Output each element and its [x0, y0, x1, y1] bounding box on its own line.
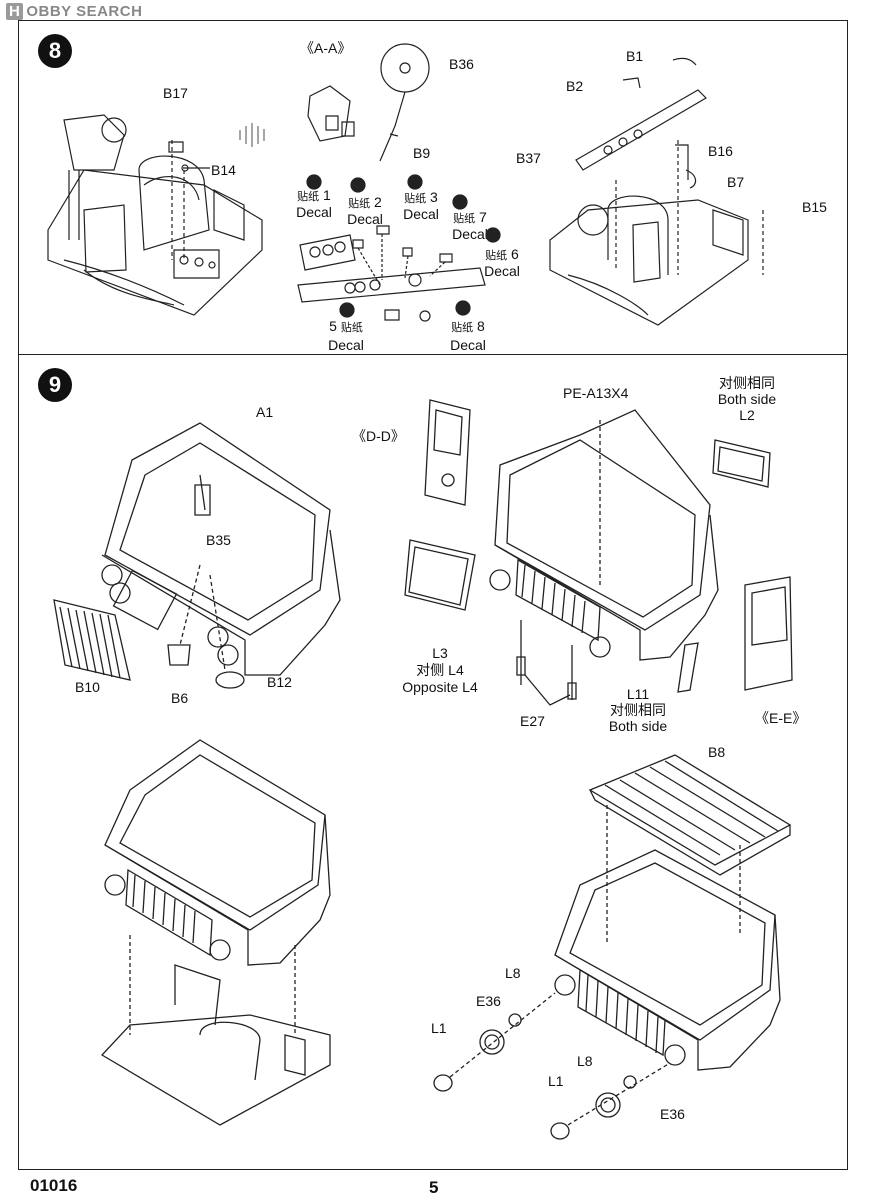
label-dd-view: 《D-D》: [352, 428, 405, 444]
label-b2: B2: [566, 78, 584, 94]
decal-8-cn: 贴纸: [451, 322, 474, 334]
decal-1-num: 1: [323, 187, 331, 203]
page-frame: [18, 20, 848, 1170]
decal-7-label: 贴纸 7 Decal: [441, 210, 499, 242]
label-l1-a: L1: [431, 1020, 447, 1036]
label-b7: B7: [727, 174, 745, 190]
label-b10: B10: [75, 679, 100, 695]
decal-5-en: Decal: [328, 337, 364, 353]
footer-kit-code: 01016: [30, 1176, 78, 1195]
label-b35: B35: [206, 532, 231, 548]
label-b37: B37: [516, 150, 541, 166]
label-l3: L3: [432, 645, 448, 661]
decal-7-en: Decal: [452, 226, 488, 242]
decal-3-en: Decal: [403, 206, 439, 222]
label-a1: A1: [256, 404, 274, 420]
decal-7-cn: 贴纸: [453, 213, 476, 225]
label-l8-b: L8: [577, 1053, 593, 1069]
pedal-and-steering-illustration: [300, 56, 430, 166]
decal-5-cn: 贴纸: [340, 322, 363, 334]
label-l8-a: L8: [505, 965, 521, 981]
decal-1-cn: 贴纸: [297, 191, 320, 203]
decal-7-num: 7: [479, 209, 487, 225]
decal-2-num: 2: [374, 194, 382, 210]
label-b8: B8: [708, 744, 726, 760]
label-e36-a: E36: [476, 993, 501, 1009]
label-b9: B9: [413, 145, 431, 161]
label-b36: B36: [449, 56, 474, 72]
decal-6-en: Decal: [484, 263, 520, 279]
step-divider: [18, 354, 848, 355]
label-l3-group: L3 对侧 L4 Opposite L4: [390, 645, 490, 696]
decal-5-label: 5 贴纸 Decal: [318, 318, 374, 354]
label-b14: B14: [211, 162, 236, 178]
decal-1-label: 贴纸 1 Decal: [289, 188, 339, 220]
decal-5-num: 5: [329, 318, 337, 334]
decal-8-num: 8: [477, 318, 485, 334]
b17-b14-parts: [165, 138, 215, 178]
decal-2-cn: 贴纸: [348, 198, 371, 210]
decal-3-cn: 贴纸: [404, 193, 427, 205]
label-pe-a13x4: PE-A13X4: [563, 385, 629, 401]
label-e36-b: E36: [660, 1106, 685, 1122]
label-l3-en: Opposite L4: [402, 679, 478, 695]
decal-2-en: Decal: [347, 211, 383, 227]
decal-2-label: 贴纸 2 Decal: [340, 195, 390, 227]
decal-3-num: 3: [430, 189, 438, 205]
label-l11: L11: [626, 686, 650, 702]
motion-lines-icon: [236, 118, 268, 152]
label-b12: B12: [267, 674, 292, 690]
step-8-badge: 8: [38, 34, 72, 68]
decal-6-num: 6: [511, 246, 519, 262]
label-aa-view: 《A-A》: [300, 40, 352, 56]
decal-6-label: 贴纸 6 Decal: [476, 247, 528, 279]
label-b6: B6: [171, 690, 189, 706]
watermark-text: OBBY SEARCH: [26, 3, 143, 20]
cab-doors-windows-illustration: [400, 395, 800, 725]
label-l2: L2: [739, 407, 755, 423]
dashboard-decal-illustration: [290, 170, 500, 330]
label-b15: B15: [802, 199, 827, 215]
label-b17: B17: [163, 85, 188, 101]
label-l2-en: Both side: [717, 391, 777, 407]
decal-3-label: 贴纸 3 Decal: [396, 190, 446, 222]
step8-right-chassis-illustration: [548, 60, 778, 330]
label-b1: B1: [626, 48, 644, 64]
label-l2-group: 对侧相同 Both side L2: [705, 375, 789, 423]
decal-1-en: Decal: [296, 204, 332, 220]
label-l1-b: L1: [548, 1073, 564, 1089]
label-ee-view: 《E-E》: [755, 710, 807, 726]
decal-6-cn: 贴纸: [485, 250, 508, 262]
cab-over-chassis-illustration: [100, 735, 340, 1135]
footer-page-number: 5: [429, 1178, 439, 1197]
label-l2-cn: 对侧相同: [719, 375, 775, 391]
label-l11-group: L11 对侧相同 Both side: [598, 686, 678, 734]
cab-roof-lights-illustration: [430, 745, 810, 1145]
step8-left-chassis-illustration: [44, 110, 264, 320]
label-l11-cn: 对侧相同: [610, 702, 666, 718]
watermark-logo: H: [6, 3, 24, 20]
label-l3-cn: 对侧 L4: [416, 662, 464, 678]
label-e27: E27: [520, 713, 545, 729]
label-l11-en: Both side: [608, 718, 668, 734]
label-b16: B16: [708, 143, 733, 159]
cab-front-parts-illustration: [50, 415, 350, 695]
decal-8-en: Decal: [450, 337, 486, 353]
step-9-badge: 9: [38, 368, 72, 402]
decal-8-label: 贴纸 8 Decal: [440, 318, 496, 354]
